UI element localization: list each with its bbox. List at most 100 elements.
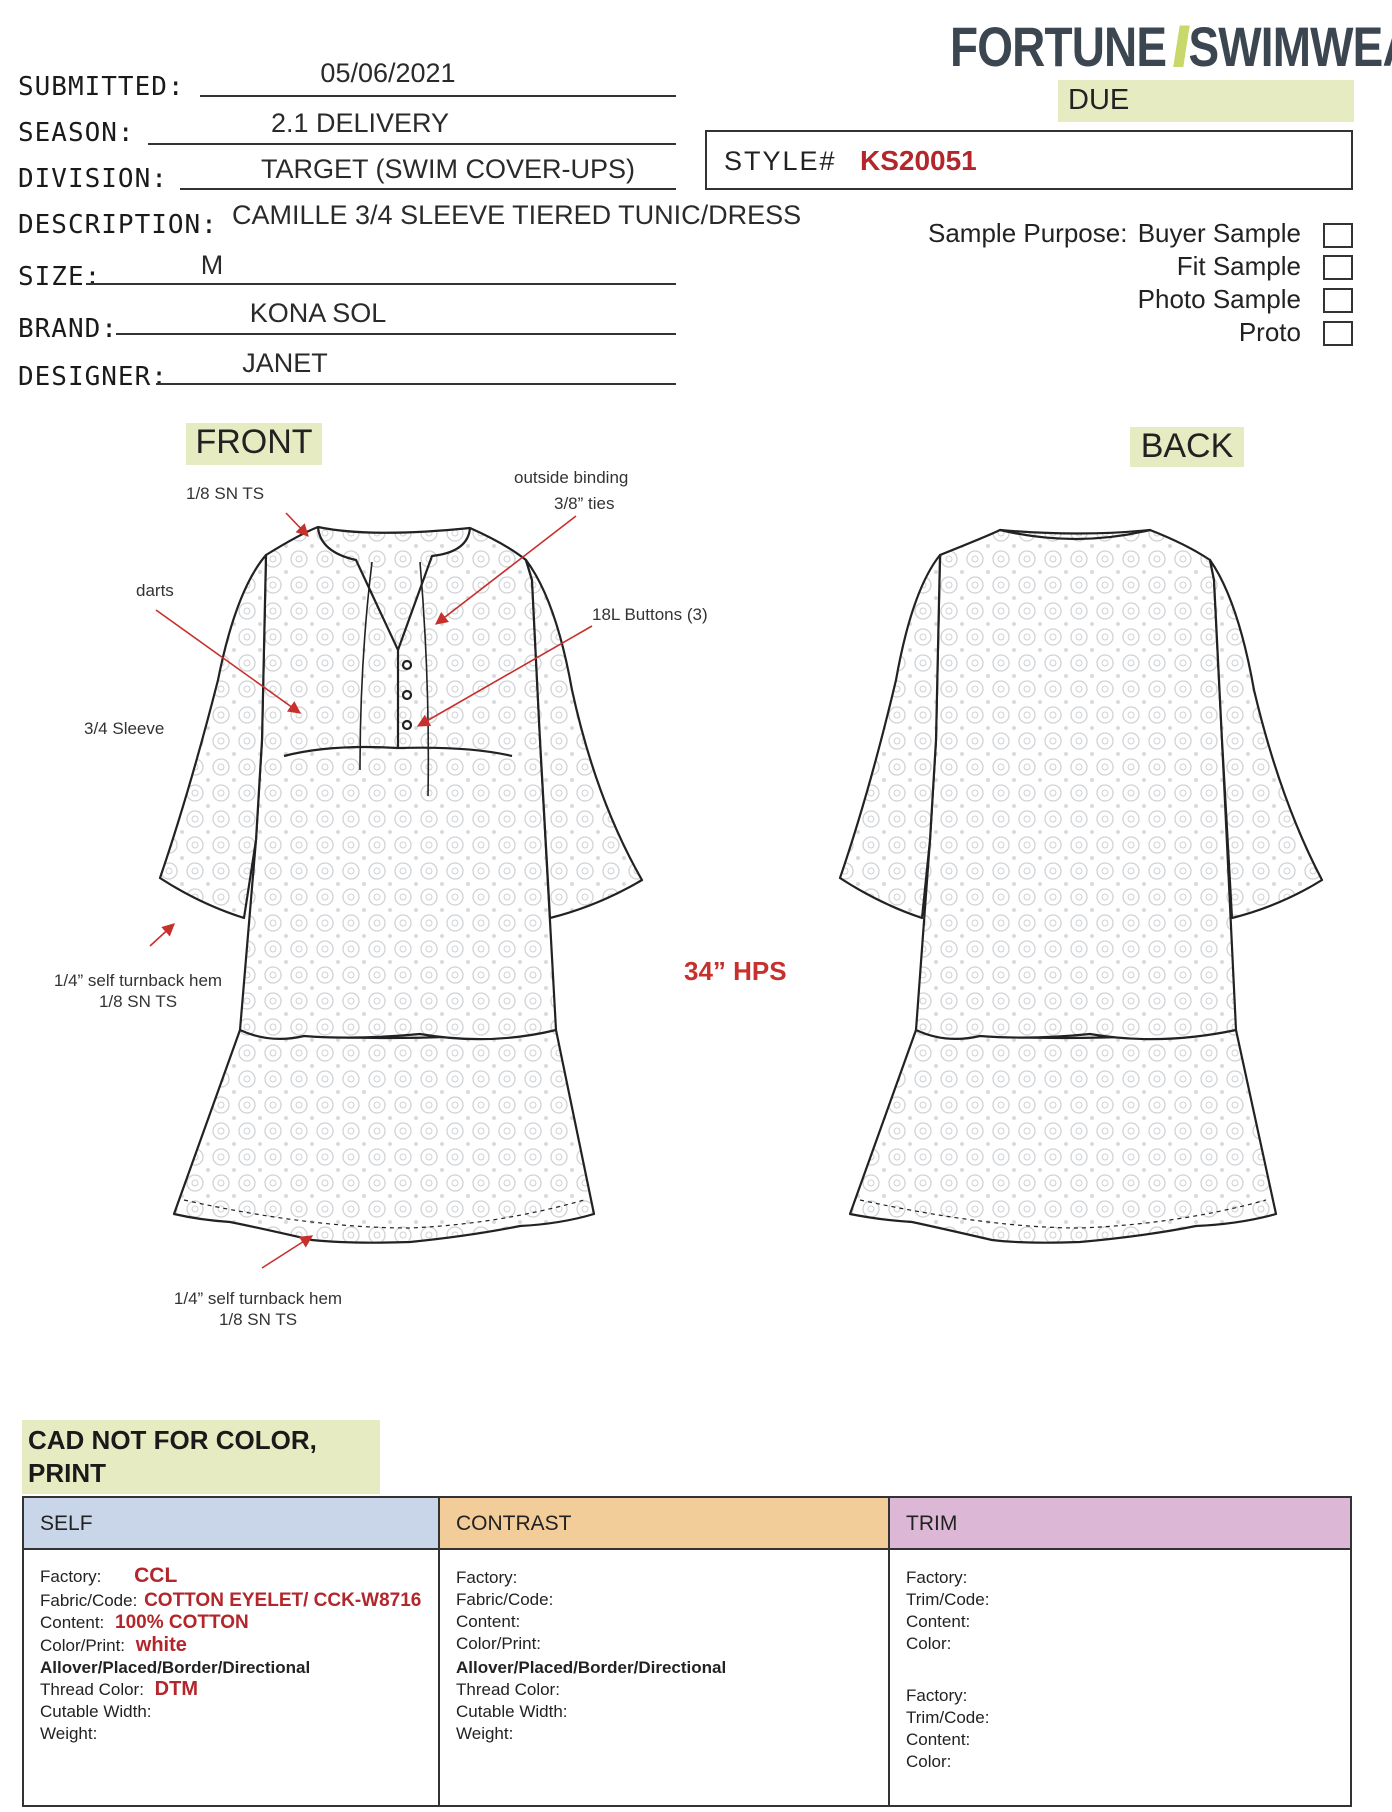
front-lower-tier xyxy=(172,1028,596,1244)
contrast-placement-text: Allover/Placed/Border/Directional xyxy=(456,1658,727,1677)
fabric-table: SELF Factory: CCL Fabric/Code: COTTON EY… xyxy=(22,1496,1352,1807)
brand-value: KONA SOL xyxy=(249,298,387,328)
callout-buttons: 18L Buttons (3) xyxy=(592,605,708,624)
submitted-label: SUBMITTED: xyxy=(18,72,185,102)
style-value: KS20051 xyxy=(860,145,977,176)
sample-purpose-title: Sample Purpose: xyxy=(928,218,1128,248)
self-column: SELF Factory: CCL Fabric/Code: COTTON EY… xyxy=(24,1498,440,1805)
self-cutable-label: Cutable Width: xyxy=(40,1702,152,1721)
flat-sketch xyxy=(149,512,1324,1269)
trim-column: TRIM Factory: Trim/Code: Content: Color:… xyxy=(890,1498,1350,1805)
designer-value: JANET xyxy=(242,348,328,378)
description-value: CAMILLE 3/4 SLEEVE TIERED TUNIC/DRESS xyxy=(232,200,802,230)
self-fabric-row: Fabric/Code: COTTON EYELET/ CCK-W8716 xyxy=(40,1590,421,1612)
season-label: SEASON: xyxy=(18,118,135,148)
sample-option-photo: Photo Sample xyxy=(1137,284,1301,314)
photo-sample-checkbox[interactable] xyxy=(1323,288,1353,313)
contrast-cutable-label: Cutable Width: xyxy=(456,1702,568,1721)
callout-binding-line1: outside binding xyxy=(514,468,629,487)
self-thread-row: Thread Color: DTM xyxy=(40,1678,198,1701)
callout-sleeve-hem-line2: 1/8 SN TS xyxy=(98,992,178,1011)
division-label: DIVISION: xyxy=(18,164,168,194)
logo-word-left: FORTUNE xyxy=(950,15,1167,78)
contrast-fabric-label: Fabric/Code: xyxy=(456,1590,554,1609)
submitted-value: 05/06/2021 xyxy=(320,58,456,88)
trim-content-label: Content: xyxy=(906,1612,971,1631)
back-right-sleeve xyxy=(1208,558,1324,920)
style-label: STYLE# xyxy=(724,146,837,176)
self-color-value: white xyxy=(135,1634,187,1656)
self-content-label: Content: xyxy=(40,1613,105,1632)
back-lower-tier xyxy=(848,1028,1278,1244)
contrast-header: CONTRAST xyxy=(440,1498,888,1550)
self-factory-row: Factory: CCL xyxy=(40,1564,177,1588)
contrast-title: CONTRAST xyxy=(456,1512,572,1535)
callout-bottom-hem-line2: 1/8 SN TS xyxy=(218,1310,298,1329)
self-content-row: Content: 100% COTTON xyxy=(40,1612,249,1634)
contrast-column: CONTRAST Factory: Fabric/Code: Content: … xyxy=(440,1498,890,1805)
self-header: SELF xyxy=(24,1498,438,1550)
contrast-thread-label: Thread Color: xyxy=(456,1680,560,1699)
buyer-sample-checkbox[interactable] xyxy=(1323,223,1353,248)
size-line xyxy=(86,283,676,285)
front-tie-right xyxy=(419,561,430,797)
buttons-arrow xyxy=(416,625,593,727)
back-body xyxy=(914,528,1238,1041)
trim2-factory-label: Factory: xyxy=(906,1686,968,1705)
self-placement: Allover/Placed/Border/Directional xyxy=(40,1658,310,1678)
self-weight-label: Weight: xyxy=(40,1724,98,1743)
callout-bottom-hem-line1: 1/4” self turnback hem xyxy=(173,1289,343,1308)
self-color-label: Color/Print: xyxy=(40,1636,126,1655)
brand-line xyxy=(116,333,676,335)
sample-option-buyer: Buyer Sample xyxy=(1137,218,1301,248)
callout-sleeve: 3/4 Sleeve xyxy=(84,719,165,738)
trim-title: TRIM xyxy=(906,1512,958,1535)
front-button xyxy=(401,719,413,731)
style-number-box: STYLE# KS20051 xyxy=(705,130,1353,190)
sample-option-fit: Fit Sample xyxy=(1176,251,1301,281)
submitted-line xyxy=(200,95,676,97)
darts-arrow xyxy=(155,609,302,714)
season-value: 2.1 DELIVERY xyxy=(270,108,450,138)
cad-disclaimer: CAD NOT FOR COLOR, PRINT NOR SCALE xyxy=(22,1420,380,1521)
bottom-hem-arrow xyxy=(261,1235,314,1269)
logo-word-right: SWIMWEAR xyxy=(1188,15,1392,78)
back-neckline xyxy=(999,528,1151,541)
front-button xyxy=(401,659,413,671)
front-yoke-seam xyxy=(283,745,513,758)
designer-label: DESIGNER: xyxy=(18,362,168,392)
due-field: DUE xyxy=(1058,80,1354,122)
size-label: SIZE: xyxy=(18,262,102,292)
due-label: DUE xyxy=(1068,84,1130,116)
trim2-content-label: Content: xyxy=(906,1730,971,1749)
callout-arrows xyxy=(149,512,593,1269)
neck-topstitch-arrow xyxy=(285,512,309,537)
self-fabric-label: Fabric/Code: xyxy=(40,1591,138,1610)
sample-option-proto: Proto xyxy=(1238,317,1301,347)
contrast-content-label: Content: xyxy=(456,1612,521,1631)
front-view-tag: FRONT xyxy=(186,423,322,465)
self-fabric-value: COTTON EYELET/ CCK-W8716 xyxy=(144,1590,422,1611)
trim-header: TRIM xyxy=(890,1498,1350,1550)
cad-disclaimer-line1: CAD NOT FOR COLOR, PRINT xyxy=(28,1425,317,1488)
proto-checkbox[interactable] xyxy=(1323,321,1353,346)
contrast-factory-label: Factory: xyxy=(456,1568,518,1587)
back-garment xyxy=(838,528,1324,1244)
fit-sample-checkbox[interactable] xyxy=(1323,255,1353,280)
trim-code-label: Trim/Code: xyxy=(906,1590,990,1609)
division-value: TARGET (SWIM COVER-UPS) xyxy=(260,154,635,184)
front-tie-left xyxy=(359,561,373,771)
binding-arrow xyxy=(434,515,577,625)
contrast-placement: Allover/Placed/Border/Directional xyxy=(456,1658,726,1678)
self-title: SELF xyxy=(40,1512,93,1535)
self-content-value: 100% COTTON xyxy=(115,1612,249,1633)
size-value: M xyxy=(200,250,224,280)
self-thread-label: Thread Color: xyxy=(40,1680,144,1699)
brand-label: BRAND: xyxy=(18,314,118,344)
back-view-tag: BACK xyxy=(1130,427,1244,467)
length-hps-label: 34” HPS xyxy=(684,956,787,986)
callout-darts: darts xyxy=(136,581,174,600)
self-thread-value: DTM xyxy=(154,1678,198,1700)
contrast-color-label: Color/Print: xyxy=(456,1634,542,1653)
front-body xyxy=(238,525,558,1041)
